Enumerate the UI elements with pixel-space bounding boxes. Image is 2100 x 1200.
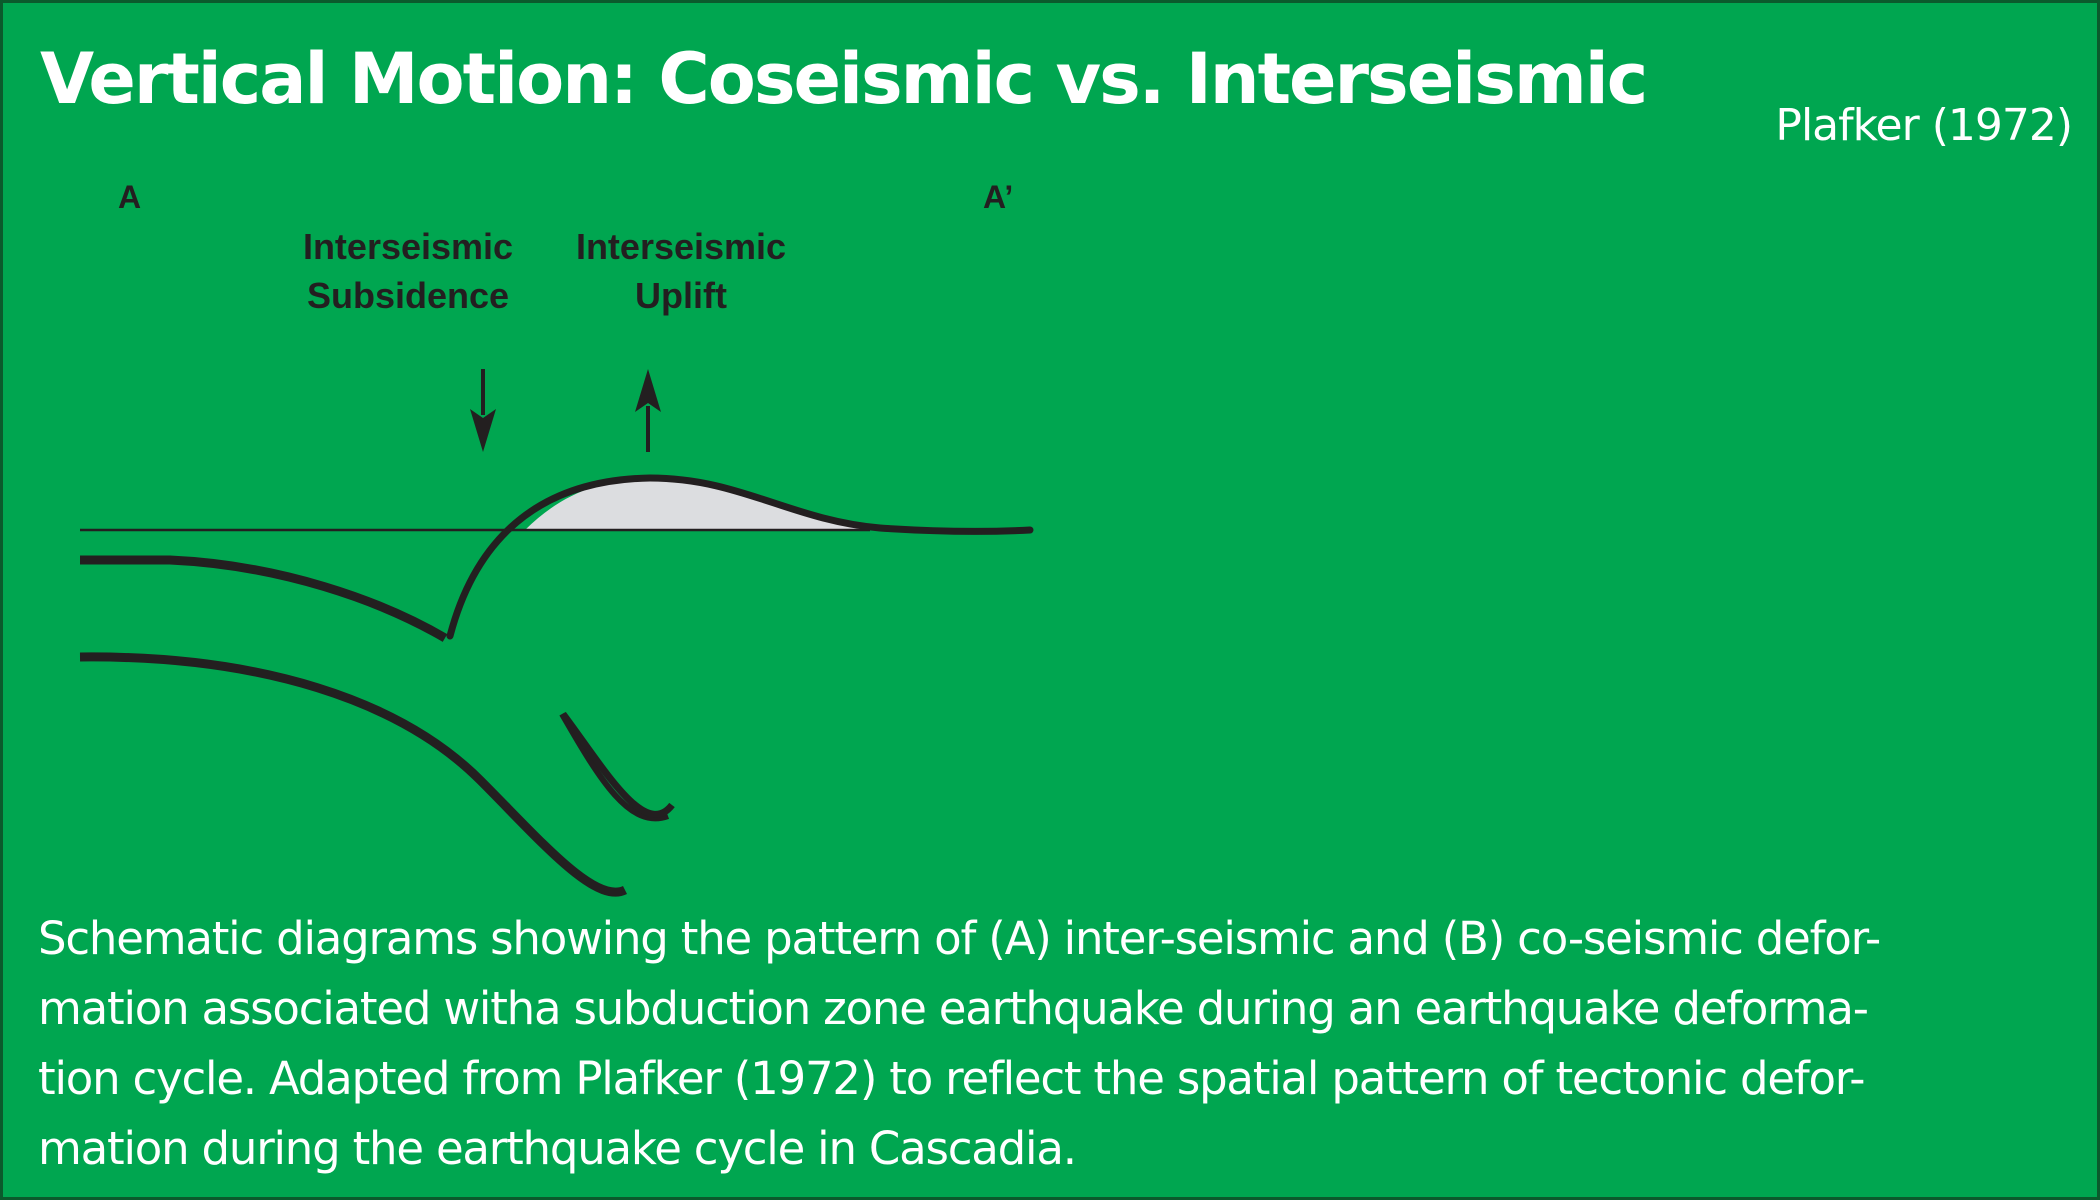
caption-line: mation associated witha subduction zone … <box>38 982 1869 1035</box>
motion-label-subsidence-line2: Subsidence <box>307 275 509 316</box>
panel-a-interseismic <box>560 711 675 818</box>
section-start-label: A <box>118 179 141 215</box>
motion-label-uplift-line2: Uplift <box>635 275 727 316</box>
section-end-label: A’ <box>983 179 1013 215</box>
caption-line: Schematic diagrams showing the pattern o… <box>38 912 1881 965</box>
gorda-plate-top <box>80 555 448 642</box>
caption-line: mation during the earthquake cycle in Ca… <box>38 1122 1077 1175</box>
gorda-plate-base <box>79 652 628 897</box>
uplift-area <box>525 478 870 530</box>
citation: Plafker (1972) <box>1775 100 2073 151</box>
arrow-down-icon <box>470 369 496 452</box>
motion-label-uplift-line1: Interseismic <box>576 226 786 267</box>
motion-label-subsidence-line1: Interseismic <box>303 226 513 267</box>
arrow-up-icon <box>635 369 661 452</box>
figure-caption: Schematic diagrams showing the pattern o… <box>38 904 2068 1184</box>
caption-line: tion cycle. Adapted from Plafker (1972) … <box>38 1052 1865 1105</box>
figure-title: Vertical Motion: Coseismic vs. Interseis… <box>40 38 1648 120</box>
panel-interseismic: A A’ Interseismic Subsidence Interseismi… <box>79 179 1034 897</box>
deformed-surface <box>446 474 1034 640</box>
